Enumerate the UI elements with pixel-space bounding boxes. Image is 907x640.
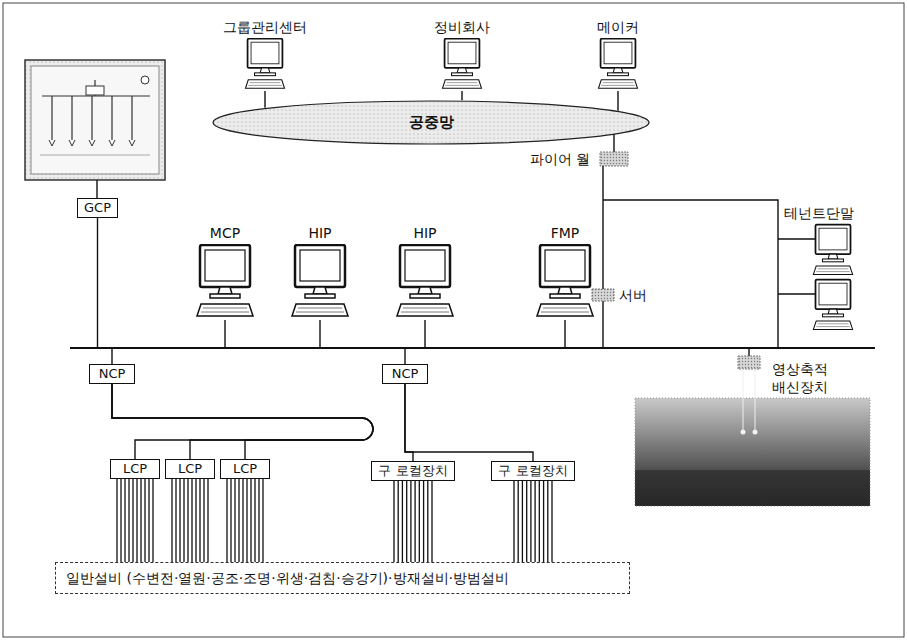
camera-dot <box>741 430 746 435</box>
controller-box: GCP <box>77 198 118 218</box>
frame-border <box>3 3 904 637</box>
node-label: 구 로컬장치 <box>498 463 567 479</box>
server-icon <box>592 289 614 301</box>
remote-terminal: 메이커 <box>597 18 639 91</box>
controller-box: LCP <box>220 459 270 479</box>
bus-drop <box>224 320 225 348</box>
equipment-group: 일반설비 (수변전·열원·공조·조명·위생·검침·승강기)·방재설비·방범설비 <box>55 562 630 594</box>
bus-drop <box>319 320 320 348</box>
node-label: FMP <box>535 224 595 242</box>
camera-dot <box>753 430 758 435</box>
workstation: HIP <box>395 224 455 320</box>
network-link <box>112 384 373 459</box>
ellipse-shape <box>213 101 649 144</box>
computer-icon <box>290 244 350 320</box>
camera-photo <box>635 398 870 506</box>
annotation-label: 파이어 월 <box>530 150 590 168</box>
panel-single-line <box>42 80 150 140</box>
main-bus <box>70 347 875 349</box>
controller-box: NCP <box>89 364 135 384</box>
bus-drop <box>97 218 98 348</box>
network-link <box>461 91 462 100</box>
panel-face <box>31 66 159 174</box>
node-label: 그룹관리센터 <box>223 18 307 36</box>
annotation-label: 테넌트단말 <box>784 204 854 222</box>
computer-icon <box>395 244 455 320</box>
annotation-label: 영상축적 배신장치 <box>772 360 836 396</box>
cable-bundle <box>117 479 153 562</box>
bus-drop <box>404 348 405 364</box>
network-link <box>112 384 373 459</box>
bus-drop <box>111 348 112 364</box>
annotation-label: 서버 <box>619 286 647 304</box>
controller-box: LCP <box>165 459 215 479</box>
node-label: NCP <box>99 366 126 382</box>
node-label: 구 로컬장치 <box>378 463 447 479</box>
computer-icon <box>597 38 639 91</box>
panel-picture <box>25 60 165 180</box>
node-label: 일반설비 (수변전·열원·공조·조명·위생·검침·승강기)·방재설비·방범설비 <box>66 569 619 587</box>
node-label: 메이커 <box>597 18 639 36</box>
cable-bundle <box>172 479 208 562</box>
cable-bundle <box>514 481 552 562</box>
panel-line <box>40 155 150 156</box>
controller-box: NCP <box>382 364 428 384</box>
photo-shadow <box>635 470 870 506</box>
network-link <box>617 91 618 111</box>
panel-symbol <box>86 86 104 95</box>
video-device-icon <box>738 356 760 369</box>
node-label: HIP <box>290 224 350 242</box>
terminal-wire <box>778 239 816 294</box>
lan-wire <box>603 166 778 348</box>
video-cable <box>743 369 755 430</box>
network-cloud: 공중망 <box>212 100 650 145</box>
bus-drop <box>424 320 425 348</box>
node-label: HIP <box>395 224 455 242</box>
node-label: LCP <box>233 461 257 477</box>
controller-box: LCP <box>110 459 160 479</box>
node-label: 정비회사 <box>434 18 490 36</box>
node-label: MCP <box>195 224 255 242</box>
network-link <box>405 384 533 461</box>
bus-drop <box>564 320 565 348</box>
remote-terminal: 정비회사 <box>434 18 490 91</box>
computer-icon <box>195 244 255 320</box>
computer-icon <box>441 38 483 91</box>
terminal-icon <box>813 225 852 275</box>
cable-bundle <box>227 479 263 562</box>
network-link <box>264 91 265 108</box>
panel-symbol <box>49 140 135 146</box>
computer-icon <box>244 38 286 91</box>
remote-terminal: 그룹관리센터 <box>223 18 307 91</box>
firewall-wire <box>613 134 614 152</box>
workstation: MCP <box>195 224 255 320</box>
node-label: NCP <box>392 366 419 382</box>
node-label: 공중망 <box>409 113 454 132</box>
video-wire <box>748 348 749 356</box>
terminal-icon <box>813 280 852 330</box>
panel-wire <box>96 180 97 198</box>
cable-bundle <box>394 481 432 562</box>
network-link <box>112 384 373 459</box>
controller-box: 구 로컬장치 <box>491 461 575 481</box>
network-link <box>405 384 413 461</box>
panel-symbol <box>141 76 149 84</box>
workstation: HIP <box>290 224 350 320</box>
controller-box: 구 로컬장치 <box>371 461 455 481</box>
node-label: LCP <box>123 461 147 477</box>
computer-icon <box>535 244 595 320</box>
firewall-icon <box>600 152 628 166</box>
node-label: GCP <box>84 200 111 216</box>
node-label: LCP <box>178 461 202 477</box>
workstation: FMP <box>535 224 595 320</box>
